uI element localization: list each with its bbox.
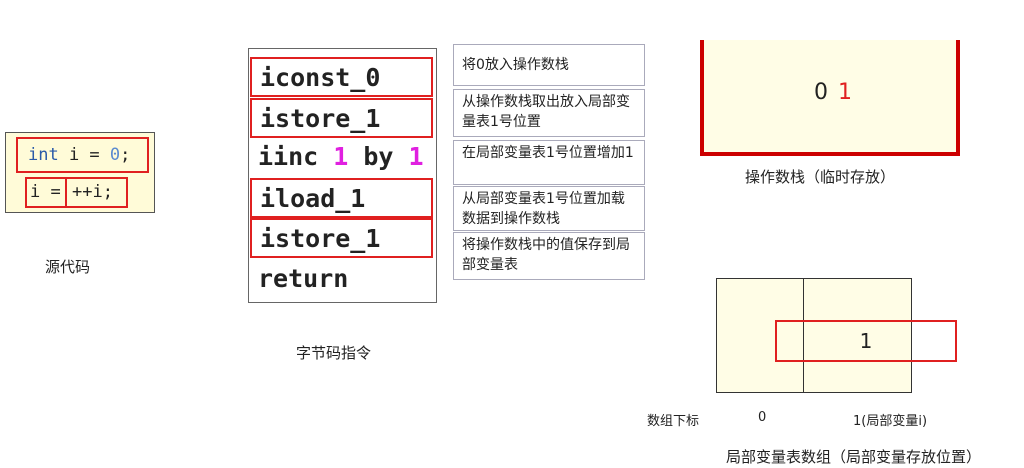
stack-label: 操作数栈（临时存放） — [745, 168, 896, 186]
iinc-amount: 1 — [408, 142, 424, 171]
callout: 从操作数栈取出放入局部变量表1号位置 — [453, 89, 645, 137]
source-label: 源代码 — [45, 258, 91, 276]
bytecode-row: istore_1 — [250, 98, 433, 138]
locals-label: 局部变量表数组（局部变量存放位置） — [726, 448, 982, 466]
bytecode-row: iload_1 — [250, 178, 433, 218]
operand-stack: 0 1 — [700, 40, 960, 156]
code-text: ; — [120, 145, 131, 165]
bytecode-row-iinc: iinc 1 by 1 — [250, 138, 433, 178]
iinc-index: 1 — [333, 142, 349, 171]
bytecode-label: 字节码指令 — [296, 344, 372, 362]
callout: 将操作数栈中的值保存到局部变量表 — [453, 232, 645, 280]
source-code-box: int i = 0; i = ++i; — [5, 132, 155, 213]
statement-int-i: int i = 0; — [16, 137, 149, 173]
callout: 在局部变量表1号位置增加1 — [453, 140, 645, 185]
index-1: 1(局部变量i) — [853, 414, 928, 429]
local-variable-table — [716, 278, 912, 393]
increment-part: ++i; — [65, 177, 128, 208]
callout: 将0放入操作数栈 — [453, 44, 645, 86]
slot-1-value: 1 — [775, 320, 957, 362]
index-label: 数组下标 — [647, 414, 700, 429]
bytecode-row: istore_1 — [250, 218, 433, 258]
bytecode-row: return — [258, 264, 349, 293]
iinc-by: by — [348, 142, 409, 171]
code-text: i = — [58, 145, 110, 165]
keyword-int: int — [28, 145, 59, 165]
code-number: 0 — [109, 145, 121, 165]
slot-divider — [803, 279, 804, 392]
callout: 从局部变量表1号位置加载数据到操作数栈 — [453, 186, 645, 231]
bytecode-row: iconst_0 — [250, 57, 433, 97]
iinc-op: iinc — [258, 142, 334, 171]
stack-value-new: 1 — [838, 80, 852, 105]
bytecode-box: iconst_0 istore_1 iinc 1 by 1 iload_1 is… — [248, 48, 437, 303]
stack-value-old: 0 — [814, 80, 828, 105]
assign-part: i = — [25, 177, 67, 208]
index-0: 0 — [758, 410, 767, 425]
